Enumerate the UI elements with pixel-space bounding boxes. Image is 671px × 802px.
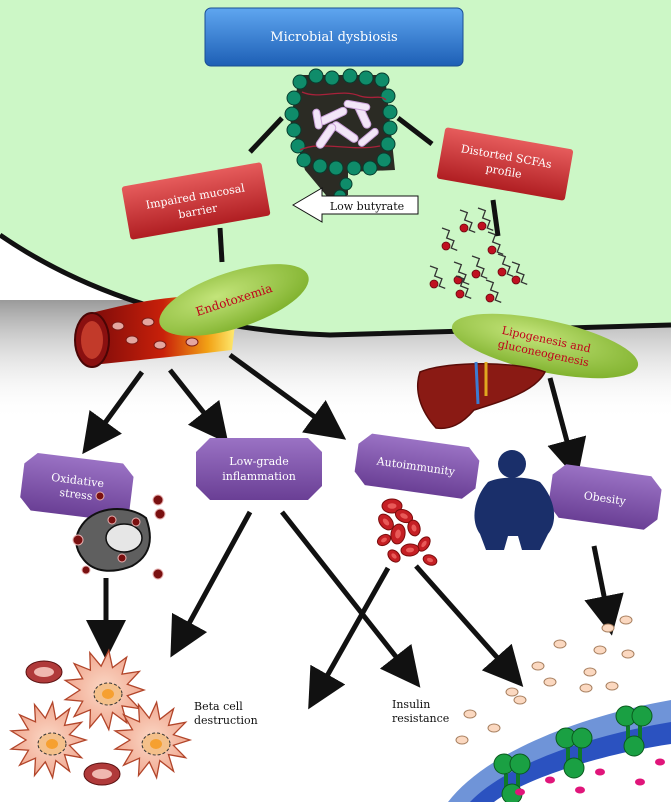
insulin-label-line1: Insulin xyxy=(392,698,430,711)
damaged-cell-illustration xyxy=(72,491,166,580)
obese-figure-icon xyxy=(474,450,555,550)
lower-arrows xyxy=(86,510,624,710)
autoimmunity-box: Autoimmunity xyxy=(354,433,480,499)
scfas-label-line2: profile xyxy=(485,162,523,181)
beta-label-line1: Beta cell xyxy=(194,700,243,713)
liver-illustration xyxy=(416,361,547,430)
low-grade-inflammation-box: Low-grade inflammation xyxy=(196,438,322,500)
distorted-scfas-box: Distorted SCFAs profile xyxy=(436,127,574,201)
beta-cell-destruction-label: Beta cell destruction xyxy=(194,700,258,727)
red-blood-cells-cluster xyxy=(376,498,438,566)
inflammation-label-line1: Low-grade xyxy=(229,455,288,468)
impaired-mucosal-barrier-box: Impaired mucosal barrier xyxy=(121,162,271,240)
insulin-label-line2: resistance xyxy=(392,712,449,725)
beta-cells-illustration xyxy=(9,648,193,786)
top-connectors xyxy=(217,116,501,263)
obesity-box: Obesity xyxy=(548,464,662,530)
inflammation-label-line2: inflammation xyxy=(222,470,296,483)
scfa-molecules xyxy=(429,207,528,303)
obesity-label: Obesity xyxy=(583,489,628,508)
oxidative-stress-box: Oxidative stress xyxy=(20,452,134,522)
microbial-dysbiosis-label: Microbial dysbiosis xyxy=(270,30,397,45)
low-butyrate-label: Low butyrate xyxy=(330,200,404,213)
lipogenesis-ellipse: Lipogenesis and gluconeogenesis xyxy=(451,313,639,379)
oxidative-label-line2: stress xyxy=(59,486,94,503)
insulin-resistance-illustration xyxy=(448,615,671,802)
beta-label-line2: destruction xyxy=(194,714,258,727)
low-butyrate-arrow: Low butyrate xyxy=(292,187,419,223)
middle-arrows xyxy=(82,352,587,480)
oxidative-label-line1: Oxidative xyxy=(51,471,105,490)
insulin-resistance-label: Insulin resistance xyxy=(392,698,449,725)
endotoxemia-ellipse: Endotoxemia xyxy=(159,264,309,336)
microbial-dysbiosis-box: Microbial dysbiosis xyxy=(204,7,464,67)
